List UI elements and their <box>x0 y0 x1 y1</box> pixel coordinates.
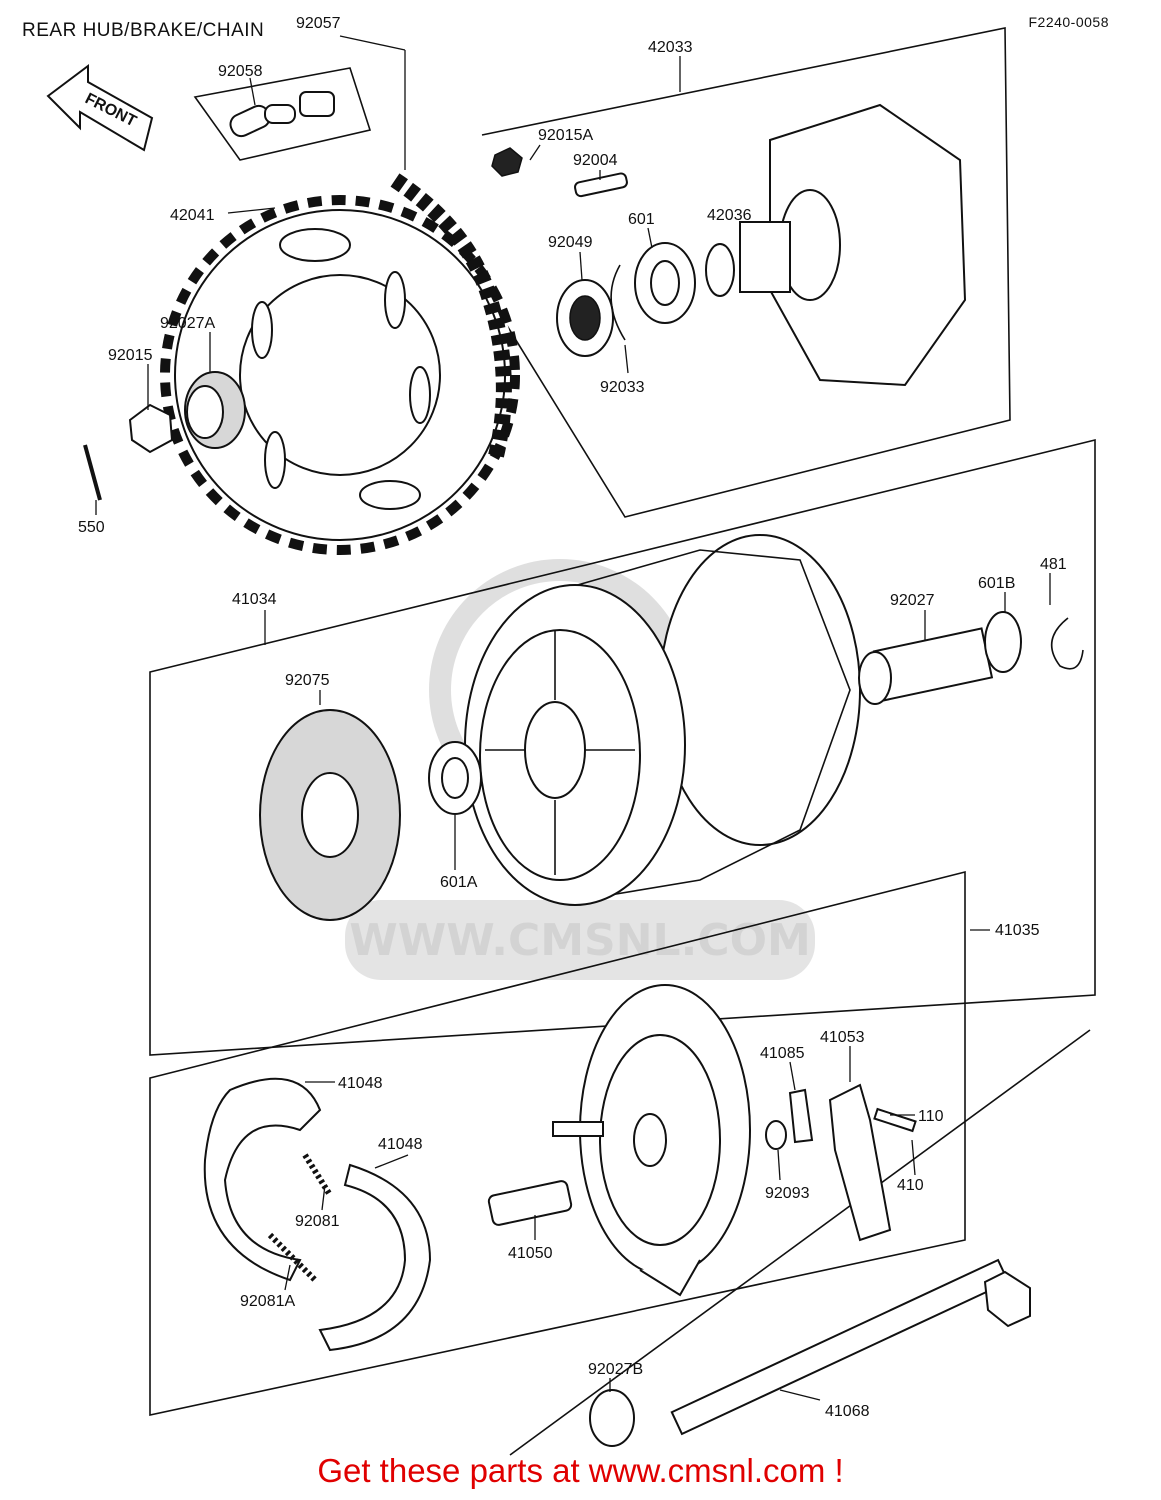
part-label-92015: 92015 <box>108 347 153 364</box>
part-label-601A: 601A <box>440 874 478 891</box>
part-label-110: 110 <box>918 1108 944 1125</box>
part-label-41048-b: 41048 <box>378 1136 423 1153</box>
axle-41068 <box>589 1258 1031 1447</box>
watermark-text: WWW.CMSNL.COM <box>349 915 811 966</box>
part-label-92027A: 92027A <box>160 315 215 332</box>
part-label-92033: 92033 <box>600 379 645 396</box>
part-label-410: 410 <box>897 1177 924 1194</box>
part-label-550: 550 <box>78 519 105 536</box>
part-label-601B: 601B <box>978 575 1015 592</box>
part-label-92049: 92049 <box>548 234 593 251</box>
bearing-601A <box>428 741 482 815</box>
diagram-title: REAR HUB/BRAKE/CHAIN <box>22 20 265 41</box>
brake-shoes-41048 <box>203 1077 432 1352</box>
part-label-92075: 92075 <box>285 672 330 689</box>
part-label-92081A: 92081A <box>240 1293 295 1310</box>
part-label-41048: 41048 <box>338 1075 383 1092</box>
left-collar-and-nut <box>83 371 246 501</box>
axle-sleeve-bearing-circlip <box>858 611 1084 705</box>
part-label-41068: 41068 <box>825 1403 870 1420</box>
master-link-92058 <box>229 91 335 138</box>
part-label-41034: 41034 <box>232 591 277 608</box>
part-label-92004: 92004 <box>573 152 618 169</box>
part-label-92057: 92057 <box>296 15 341 32</box>
part-label-41053: 41053 <box>820 1029 865 1046</box>
chain-92057 <box>390 173 512 462</box>
group-frames <box>149 27 1096 1456</box>
part-label-42036: 42036 <box>707 207 752 224</box>
part-label-41050: 41050 <box>508 1245 553 1262</box>
wheel-hub-41034 <box>464 534 861 906</box>
damper-92075 <box>259 709 401 921</box>
part-label-481: 481 <box>1040 556 1067 573</box>
leader-lines <box>95 35 1051 1401</box>
part-label-92081: 92081 <box>295 1213 340 1230</box>
upper-bearings <box>491 147 696 357</box>
part-label-92027B: 92027B <box>588 1361 643 1378</box>
brake-cam-and-lever <box>487 1083 917 1242</box>
cmsnl-parts-link[interactable]: Get these parts at www.cmsnl.com ! <box>317 1452 844 1489</box>
part-label-41085: 41085 <box>760 1045 805 1062</box>
rear-hub-42036 <box>705 103 967 387</box>
part-label-42041: 42041 <box>170 207 215 224</box>
brake-panel-41035 <box>552 984 751 1297</box>
part-labels: 92057 92058 42033 92015A 92004 42041 601… <box>78 15 1067 1420</box>
sprocket-42041 <box>160 195 520 555</box>
part-label-92093: 92093 <box>765 1185 810 1202</box>
diagram-code: F2240-0058 <box>1028 14 1109 30</box>
part-label-41035: 41035 <box>995 922 1040 939</box>
part-label-42033: 42033 <box>648 39 693 56</box>
part-label-92027: 92027 <box>890 592 935 609</box>
part-label-92015A: 92015A <box>538 127 593 144</box>
part-label-601: 601 <box>628 211 655 228</box>
front-arrow: FRONT <box>46 64 154 152</box>
part-label-92058: 92058 <box>218 63 263 80</box>
